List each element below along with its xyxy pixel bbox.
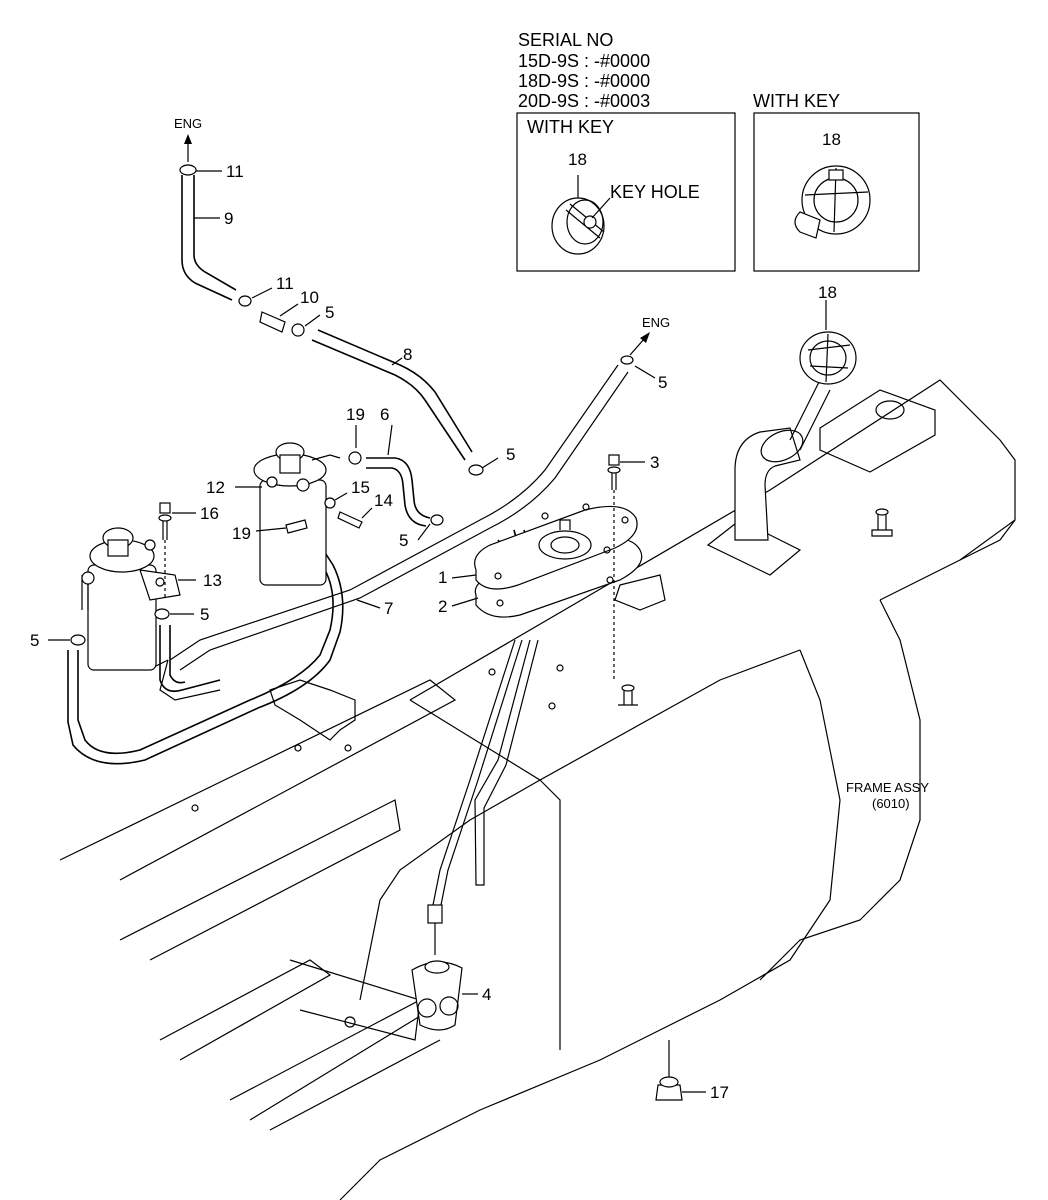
frame-assy-label: FRAME ASSY: [846, 780, 929, 795]
callout-18: 18: [818, 283, 837, 302]
callout-3: 3: [650, 453, 659, 472]
inset-left-title: WITH KEY: [527, 117, 614, 137]
callout-11: 11: [276, 274, 294, 293]
frame-assembly-drawing: [59, 379, 1016, 1200]
sender-plates: [474, 503, 643, 618]
callout-5: 5: [325, 303, 334, 322]
inset-with-key-round: [753, 112, 920, 272]
strainer-4: [411, 904, 463, 1031]
callout-19: 19: [346, 405, 365, 424]
callout-4: 4: [482, 985, 491, 1004]
small-fittings: [70, 164, 857, 1101]
water-separator-13: [81, 527, 181, 671]
callout-1: 1: [438, 568, 447, 587]
serial-line: 15D-9S : -#0000: [518, 51, 650, 71]
callout-5: 5: [200, 605, 209, 624]
callout-11: 11: [226, 162, 244, 181]
callout-9: 9: [224, 209, 233, 228]
inset-left-part-number: 18: [568, 150, 587, 169]
callout-5: 5: [658, 373, 667, 392]
callout-7: 7: [384, 599, 393, 618]
callout-2: 2: [438, 597, 447, 616]
callout-17: 17: [710, 1083, 729, 1102]
eng-label: ENG: [174, 116, 202, 131]
callout-6: 6: [380, 405, 389, 424]
part-callouts: 11 9 11 10 5 8 5 19 6 5 3 12 15 14 16 19…: [30, 162, 837, 1102]
frame-assy-number: (6010): [872, 796, 910, 811]
inset-with-key-keyhole: [516, 112, 736, 272]
serial-line: 20D-9S : -#0003: [518, 91, 650, 111]
serial-number-block: SERIAL NO 15D-9S : -#0000 18D-9S : -#000…: [518, 30, 650, 111]
eng-label: ENG: [642, 315, 670, 330]
inset-right-part-number: 18: [822, 130, 841, 149]
leader-lines: [48, 170, 827, 1093]
callout-12: 12: [206, 478, 225, 497]
callout-14: 14: [374, 491, 393, 510]
serial-title: SERIAL NO: [518, 30, 613, 50]
callout-8: 8: [403, 345, 412, 364]
fuel-hoses: [67, 175, 629, 906]
serial-line: 18D-9S : -#0000: [518, 71, 650, 91]
callout-5: 5: [30, 631, 39, 650]
fuel-filter-12: [253, 442, 341, 586]
callout-13: 13: [203, 571, 222, 590]
callout-10: 10: [300, 288, 319, 307]
inset-right-title: WITH KEY: [753, 91, 840, 111]
key-hole-label: KEY HOLE: [610, 182, 700, 202]
callout-5: 5: [399, 531, 408, 550]
callout-16: 16: [200, 504, 219, 523]
eng-arrows: [184, 134, 650, 356]
callout-15: 15: [351, 478, 370, 497]
fuel-cap-18: [799, 331, 857, 385]
callout-5: 5: [506, 445, 515, 464]
callout-19: 19: [232, 524, 251, 543]
